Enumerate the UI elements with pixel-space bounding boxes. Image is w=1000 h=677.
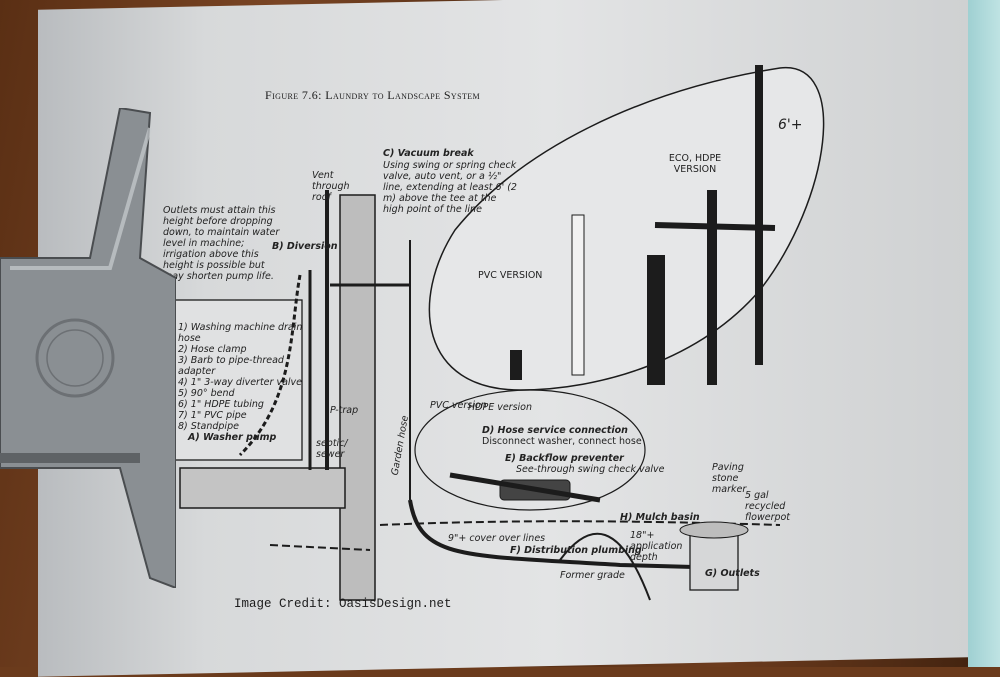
flowerpot	[689, 529, 739, 591]
inset-pvc-riser	[571, 214, 585, 376]
label-mulch: H) Mulch basin	[620, 512, 700, 523]
label-pvc-small: PVC version	[430, 400, 487, 411]
washing-machine	[171, 299, 303, 461]
part-5: 5) 90° bend	[178, 388, 235, 399]
part-8: 8) Standpipe	[178, 421, 239, 432]
label-hdpe-small: HDPE version	[468, 402, 533, 413]
label-outlets: G) Outlets	[705, 568, 760, 579]
label-backflow-note: See-through swing check valve	[516, 464, 665, 475]
hose-line	[449, 472, 601, 503]
inset-hdpe-tee	[654, 222, 776, 231]
folder-edge	[968, 0, 1000, 667]
label-hose-service: D) Hose service connection	[482, 425, 628, 436]
inset-vent-line	[755, 65, 763, 365]
inset-bubble	[428, 67, 825, 391]
drain-hose	[238, 274, 302, 457]
label-eco-version: ECO, HDPE VERSION	[668, 153, 722, 175]
label-six-plus: 6'+	[778, 117, 803, 133]
label-vacuum-break: C) Vacuum break	[383, 148, 474, 159]
label-diversion: B) Diversion	[272, 241, 338, 252]
wall	[339, 194, 376, 601]
label-backflow: E) Backflow preventer	[505, 453, 624, 464]
part-7: 7) 1" PVC pipe	[178, 410, 247, 421]
part-6: 6) 1" HDPE tubing	[178, 399, 264, 410]
label-application: 18"+ application depth	[630, 530, 683, 563]
image-credit: Image Credit: OasisDesign.net	[234, 597, 452, 611]
label-vacuum-note: Using swing or spring check valve, auto …	[383, 160, 517, 215]
detail-oval	[414, 389, 646, 511]
label-hose-service-note: Disconnect washer, connect hose	[482, 436, 642, 447]
label-distribution: F) Distribution plumbing	[510, 545, 642, 556]
parts-list: 1) Washing machine drain hose 2) Hose cl…	[178, 322, 303, 432]
label-paving: Paving stone marker	[712, 462, 747, 495]
label-vent: Vent through roof	[312, 170, 350, 203]
floor-slab	[179, 467, 346, 509]
label-cover: 9"+ cover over lines	[448, 533, 546, 544]
inset-standpipe-hdpe	[647, 255, 665, 385]
inset-standpipe-pvc	[510, 350, 522, 380]
part-2: 2) Hose clamp	[178, 344, 247, 355]
label-outlets-note: Outlets must attain this height before d…	[163, 205, 280, 282]
label-former-grade: Former grade	[560, 570, 625, 581]
label-washer-pump: A) Washer pump	[188, 432, 277, 443]
inset-hdpe-riser	[707, 190, 717, 385]
label-pvc-version: PVC VERSION	[478, 270, 543, 281]
part-3: 3) Barb to pipe-thread adapter	[178, 355, 284, 377]
binder-clip	[0, 108, 176, 588]
mulch-mound	[559, 532, 651, 601]
figure-title: Figure 7.6: Laundry to Landscape System	[265, 88, 481, 102]
paving-stone	[679, 521, 749, 539]
label-septic: septic/ sewer	[316, 438, 348, 460]
label-gal: 5 gal recycled flowerpot	[745, 490, 791, 523]
label-p-trap: P-trap	[330, 405, 359, 416]
part-4: 4) 1" 3-way diverter valve	[178, 377, 302, 388]
part-1: 1) Washing machine drain hose	[178, 322, 303, 344]
distribution-line	[408, 499, 731, 570]
